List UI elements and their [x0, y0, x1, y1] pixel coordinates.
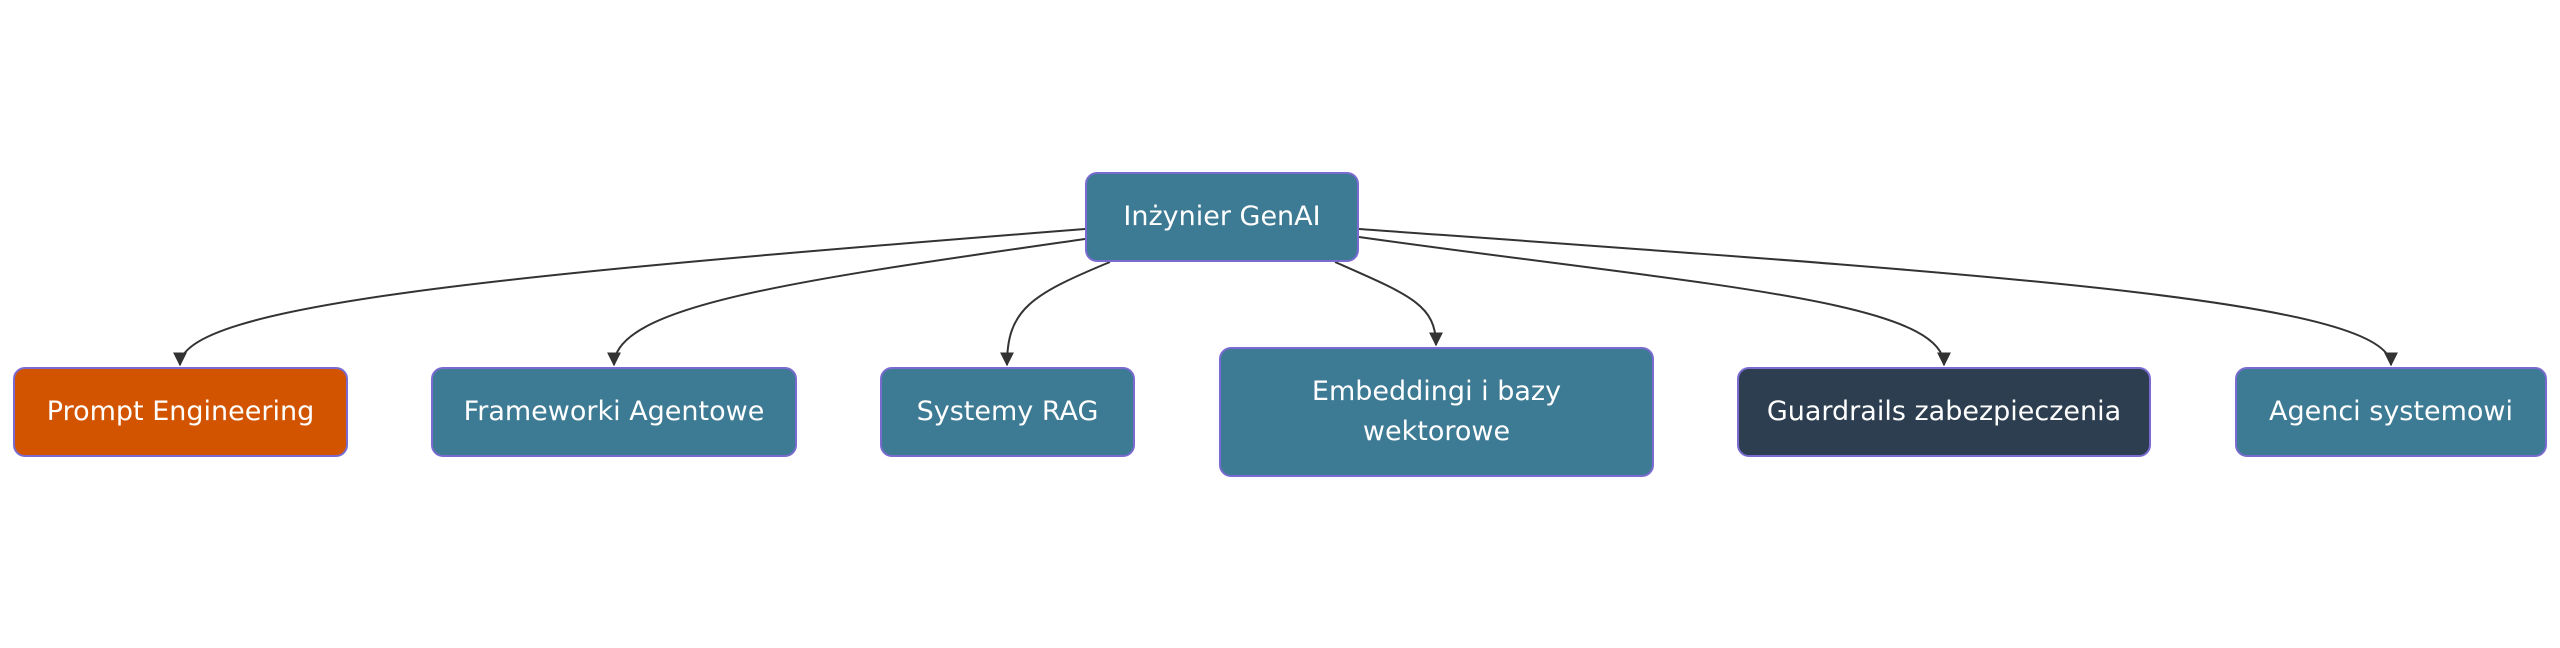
node-prompt-engineering: Prompt Engineering: [13, 367, 348, 457]
edge-root-to-prompt-engineering: [173, 228, 1086, 367]
node-label: Prompt Engineering: [46, 396, 315, 427]
node-label: Guardrails zabezpieczenia: [1766, 396, 2122, 427]
edge-root-to-agenci-systemowi: [1358, 228, 2398, 367]
edge-root-to-guardrails: [1358, 236, 1951, 367]
edge-root-to-frameworki-agentowe: [607, 238, 1086, 367]
node-embeddingi-i-bazy-wektorowe: Embeddingi i bazy wektorowe: [1219, 347, 1654, 477]
node-label: Embeddingi i bazy wektorowe: [1311, 376, 1562, 447]
node-label: Systemy RAG: [916, 396, 1099, 427]
node-label: Frameworki Agentowe: [463, 396, 765, 427]
node-label: Agenci systemowi: [2269, 396, 2513, 427]
node-systemy-rag: Systemy RAG: [880, 367, 1135, 457]
node-frameworki-agentowe: Frameworki Agentowe: [431, 367, 797, 457]
node-inzynier-genai: Inżynier GenAI: [1085, 172, 1359, 262]
node-guardrails-zabezpieczenia: Guardrails zabezpieczenia: [1737, 367, 2151, 457]
edge-root-to-systemy-rag: [1000, 261, 1111, 367]
node-agenci-systemowi: Agenci systemowi: [2235, 367, 2547, 457]
node-label: Inżynier GenAI: [1123, 201, 1321, 232]
edge-root-to-embeddingi: [1334, 261, 1443, 347]
